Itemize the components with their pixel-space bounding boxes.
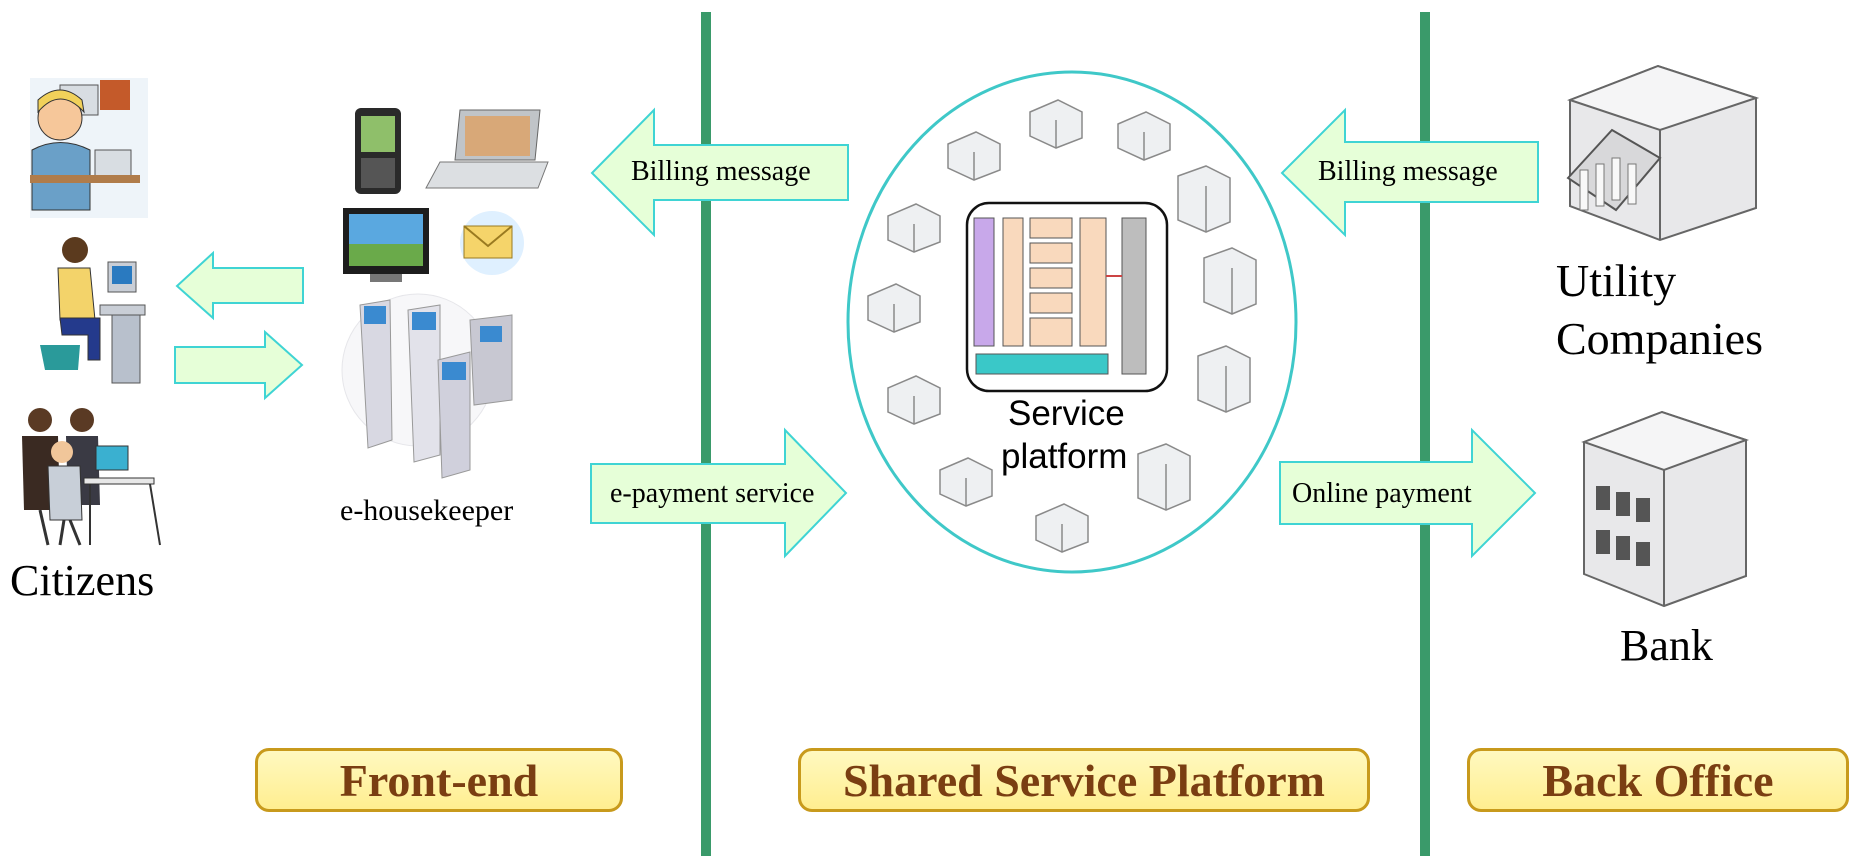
platform-architecture-icon xyxy=(965,201,1169,393)
billing-message-left-label: Billing message xyxy=(631,156,811,187)
citizens-label: Citizens xyxy=(10,556,155,605)
building-icon xyxy=(1029,99,1083,149)
building-icon xyxy=(1035,503,1089,553)
utility-companies-label-line1: Utility xyxy=(1556,255,1677,306)
building-icon xyxy=(1177,165,1231,233)
service-platform-label-line1: Service xyxy=(1008,394,1125,433)
building-icon xyxy=(867,283,921,333)
utility-building-icon xyxy=(1566,64,1760,242)
bank-building-icon xyxy=(1581,410,1750,608)
divider-left xyxy=(701,12,711,856)
arrow-billing-left xyxy=(590,107,849,238)
citizen-helpdesk-icon xyxy=(30,78,148,218)
front-end-zone-label: Front-end xyxy=(255,748,623,812)
mobile-phone-icon xyxy=(355,108,401,194)
online-payment-label: Online payment xyxy=(1292,478,1472,509)
tv-screen-icon xyxy=(343,208,429,282)
email-envelope-icon xyxy=(460,211,524,275)
arrow-billing-right xyxy=(1280,107,1539,238)
laptop-icon xyxy=(425,109,549,189)
utility-companies-label-line2: Companies xyxy=(1556,313,1763,364)
building-icon xyxy=(887,375,941,425)
back-office-zone-label: Back Office xyxy=(1467,748,1849,812)
citizen-at-computer-icon xyxy=(40,237,146,384)
service-platform-label-line2: platform xyxy=(1001,437,1128,476)
building-icon xyxy=(1137,443,1191,511)
arrow-epayment xyxy=(590,427,848,559)
arrow-online-payment xyxy=(1279,427,1537,559)
building-icon xyxy=(939,457,993,507)
building-icon xyxy=(947,131,1001,181)
epayment-service-label: e-payment service xyxy=(610,478,815,509)
citizens-group-icon xyxy=(22,408,161,546)
building-icon xyxy=(1117,111,1171,161)
building-icon xyxy=(1197,345,1251,413)
kiosk-icon xyxy=(341,293,513,479)
billing-message-right-label: Billing message xyxy=(1318,156,1498,187)
e-housekeeper-label: e-housekeeper xyxy=(340,494,514,527)
divider-right xyxy=(1420,12,1430,856)
platform-building-icons xyxy=(867,99,1257,553)
arrow-to-ehousekeeper xyxy=(174,329,304,401)
building-icon xyxy=(887,203,941,253)
arrow-to-citizens xyxy=(175,250,304,321)
building-icon xyxy=(1203,247,1257,315)
shared-service-platform-zone-label: Shared Service Platform xyxy=(798,748,1370,812)
bank-label: Bank xyxy=(1620,621,1713,670)
